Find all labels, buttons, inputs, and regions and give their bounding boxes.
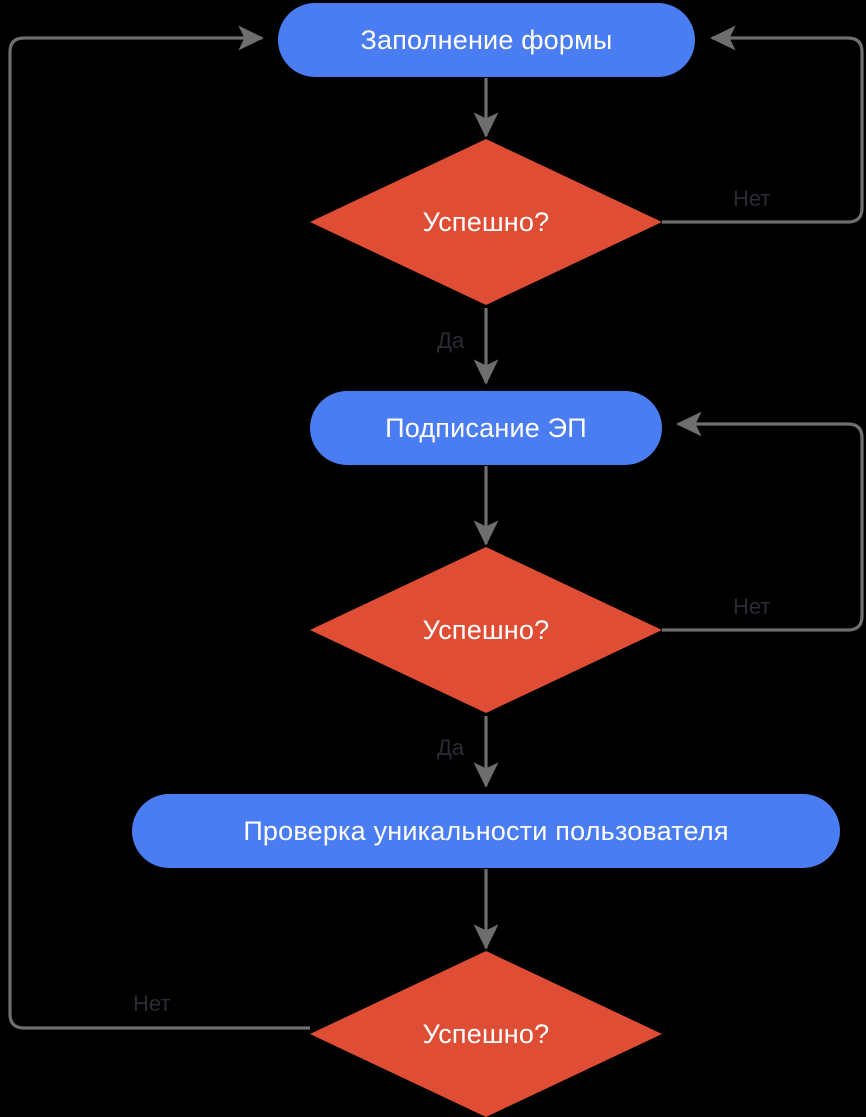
edge-label-no-1: Нет [733, 186, 771, 211]
diamond-shape-icon [310, 951, 662, 1117]
node-decision-2[interactable]: Успешно? [310, 547, 662, 713]
edge-label-no-3: Нет [133, 991, 171, 1016]
node-check-uniqueness-label: Проверка уникальности пользователя [243, 815, 729, 846]
node-check-uniqueness[interactable]: Проверка уникальности пользователя [132, 794, 840, 868]
node-decision-3-label: Успешно? [422, 1018, 550, 1049]
edge-decision3-no-to-fillform [8, 25, 310, 1030]
node-decision-3[interactable]: Успешно? [310, 951, 662, 1117]
node-decision-1-label: Успешно? [422, 206, 550, 237]
edge-label-no-2: Нет [733, 594, 771, 619]
node-decision-2-label: Успешно? [422, 614, 550, 645]
edge-decision1-no-to-fillform [662, 25, 864, 224]
edge-label-yes-2: Да [437, 735, 465, 760]
diamond-shape-icon [310, 139, 662, 305]
node-sign-es[interactable]: Подписание ЭП [310, 391, 662, 465]
edge-label-yes-1: Да [437, 328, 465, 353]
node-fill-form-label: Заполнение формы [360, 24, 613, 55]
diamond-shape-icon [310, 547, 662, 713]
node-decision-1[interactable]: Успешно? [310, 139, 662, 305]
node-fill-form[interactable]: Заполнение формы [278, 3, 695, 77]
node-sign-es-label: Подписание ЭП [385, 412, 587, 443]
edge-decision2-no-to-signes [662, 411, 864, 632]
